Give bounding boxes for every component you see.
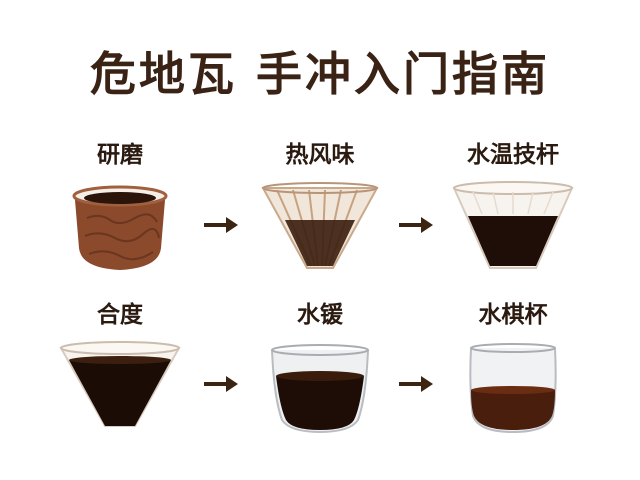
white-filter-cone-icon — [59, 341, 181, 427]
step-serve-cup: 水棋杯 — [438, 300, 588, 438]
step-label: 水温技杆 — [467, 142, 559, 168]
arrow-right-icon — [204, 217, 238, 233]
step-label: 热风味 — [285, 142, 355, 168]
step-ratio: 合度 — [45, 300, 195, 438]
step-label: 水棋杯 — [478, 302, 548, 328]
glass-tumbler-icon — [469, 343, 557, 434]
step-flavor: 热风味 — [245, 140, 395, 278]
page-title: 危地瓦 手冲入门指南 — [89, 47, 550, 101]
step-label: 研磨 — [97, 142, 143, 168]
step-water-temp: 水温技杆 — [438, 140, 588, 278]
step-label: 合度 — [97, 302, 143, 328]
step-label: 水锾 — [297, 302, 343, 328]
paper-filter-dripper-icon — [261, 182, 379, 269]
arrow-right-icon — [204, 376, 238, 392]
step-water-pour: 水锾 — [245, 300, 395, 438]
arrow-right-icon — [399, 376, 433, 392]
white-filter-cone-icon — [452, 181, 574, 269]
glass-tumbler-icon — [271, 344, 369, 434]
step-grind: 研磨 — [45, 140, 195, 278]
clay-cup-icon — [72, 185, 168, 270]
arrow-right-icon — [399, 217, 433, 233]
